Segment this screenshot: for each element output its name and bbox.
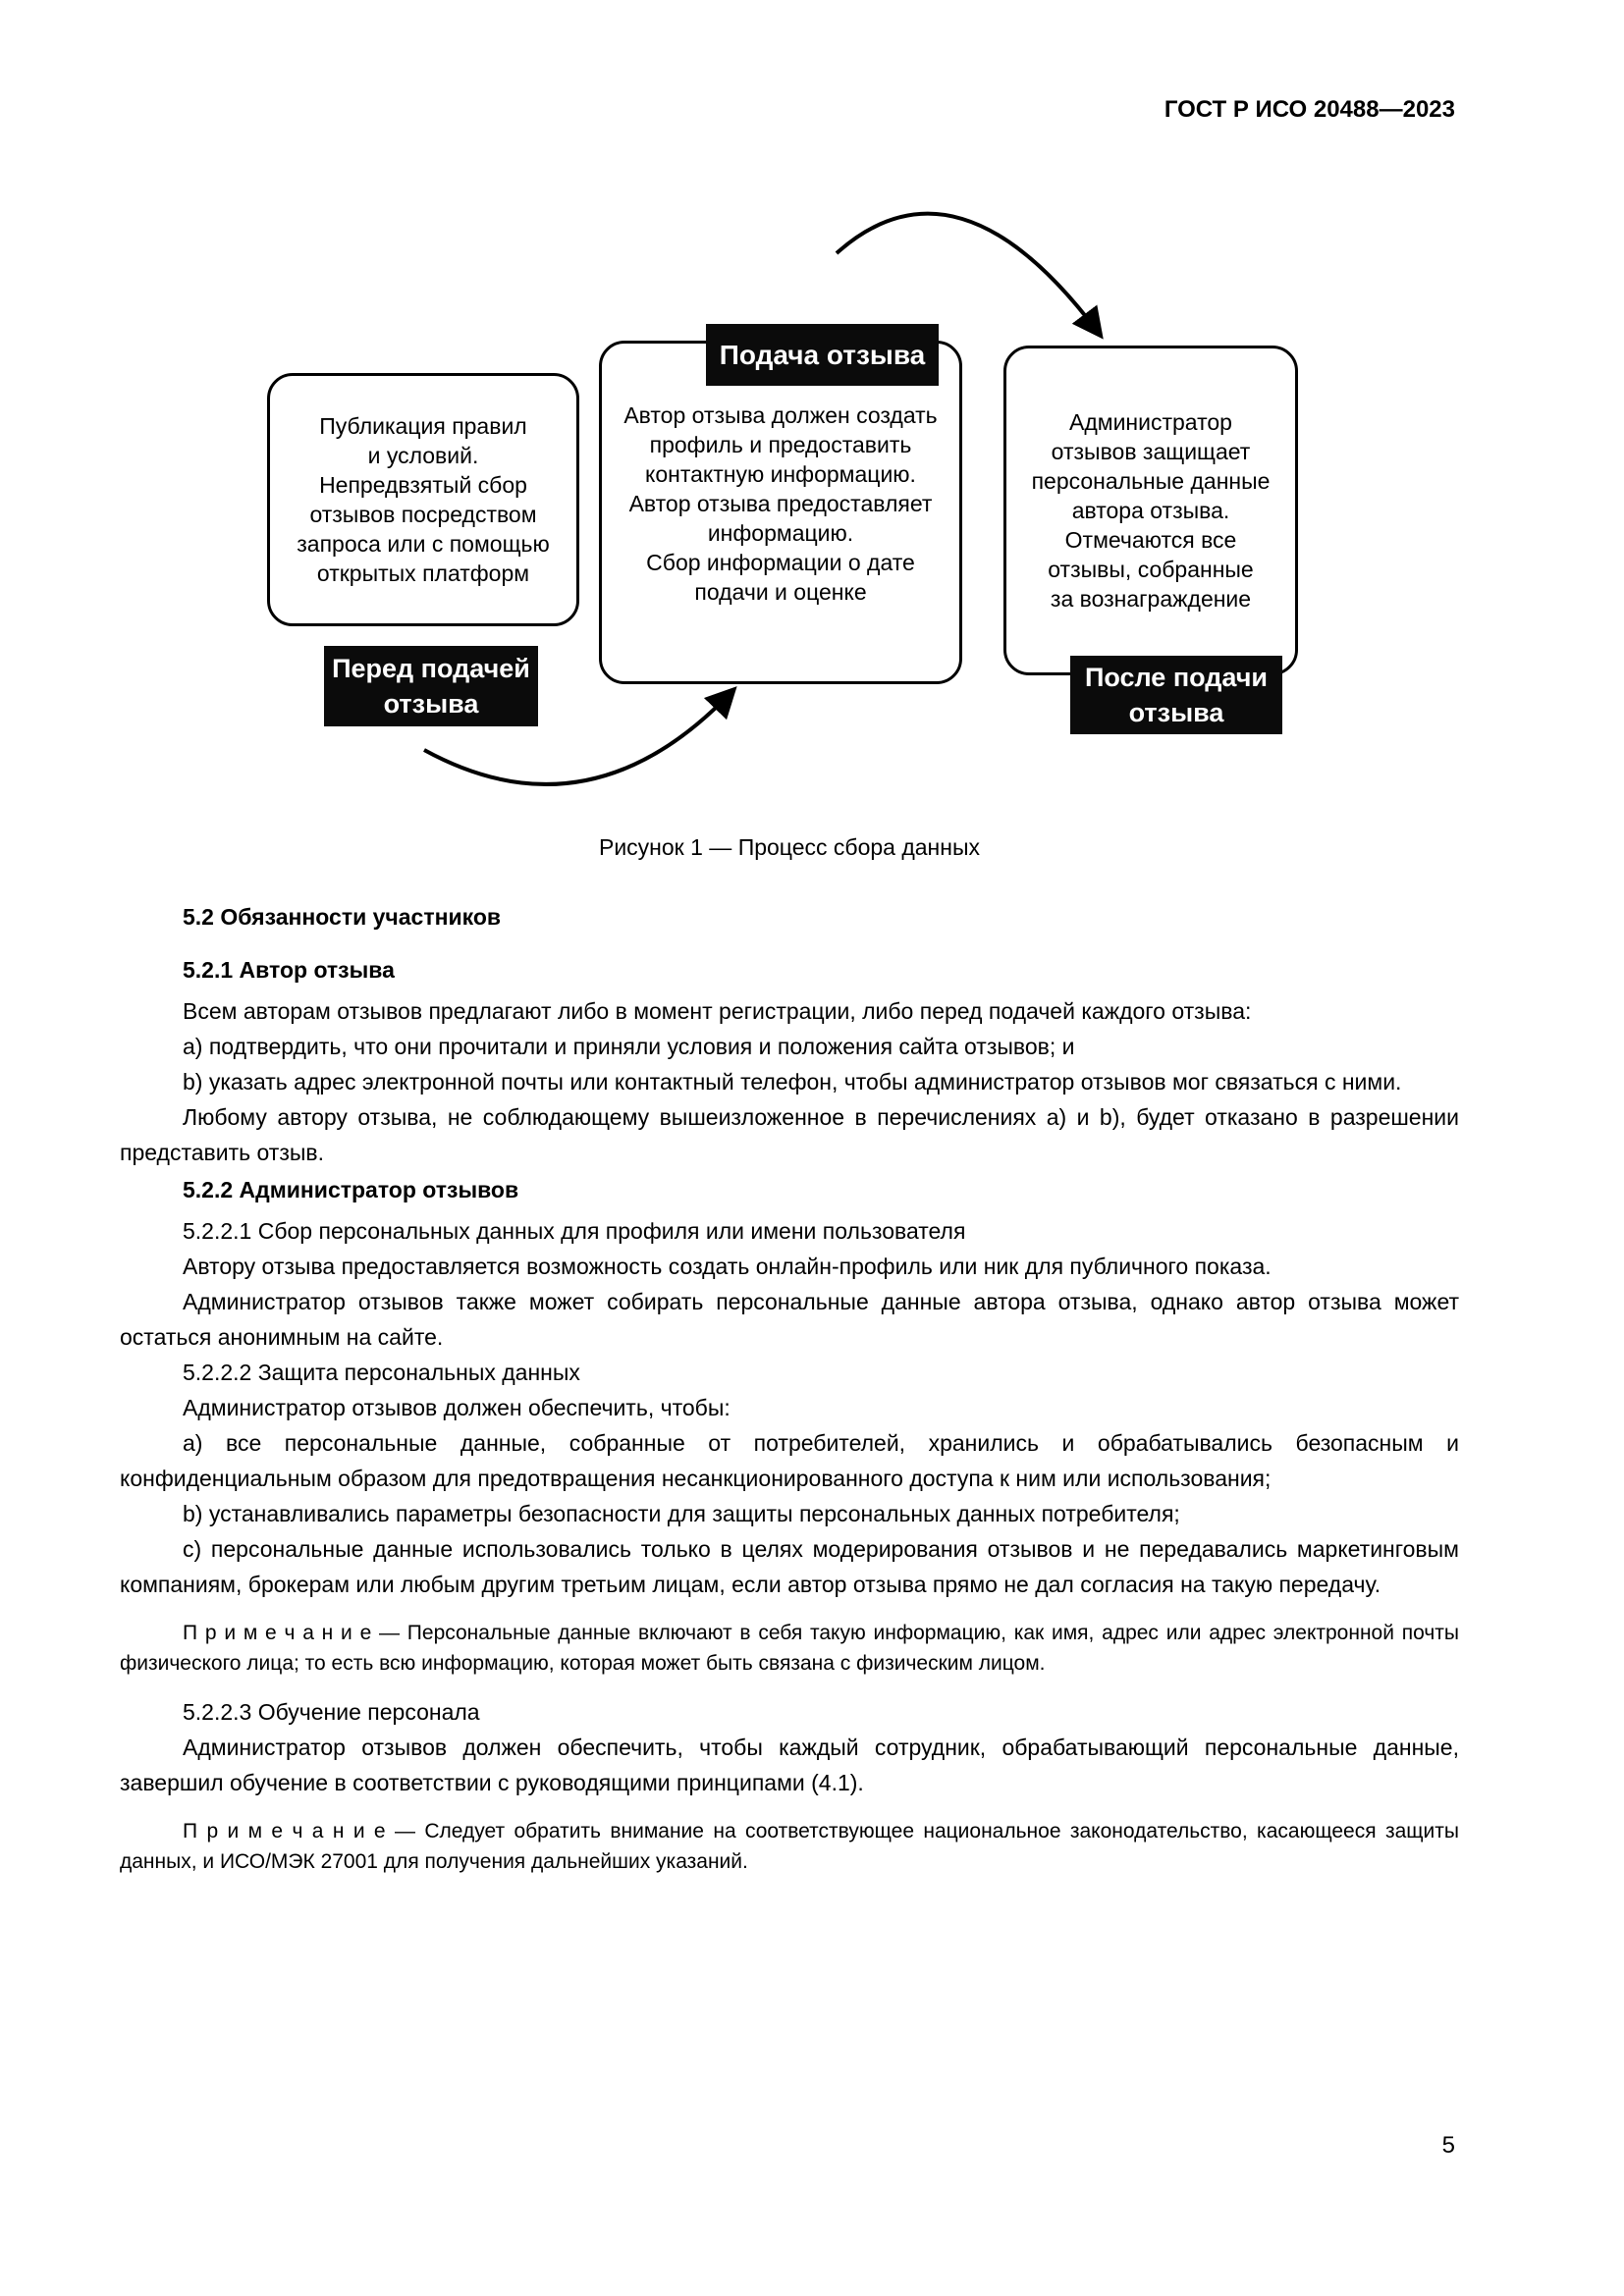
note-paragraph: П р и м е ч а н и е — Персональные данны…	[120, 1622, 1459, 1675]
list-item-a: a) подтвердить, что они прочитали и прин…	[183, 1034, 1075, 1059]
paragraph: Администратор отзывов должен обеспечить,…	[120, 1735, 1459, 1795]
figure-box-line: Отмечаются все	[1064, 527, 1237, 553]
figure-box-line: за вознаграждение	[1050, 586, 1252, 612]
figure-label-line: Перед подачей	[332, 654, 530, 683]
section-heading-5-2: 5.2 Обязанности участников	[183, 904, 502, 930]
list-item-b: b) указать адрес электронной почты или к…	[183, 1069, 1402, 1095]
figure-box-line: отзывов посредством	[309, 502, 537, 527]
figure-box-line: персональные данные	[1031, 468, 1271, 494]
figure-title-submission: Подача отзыва	[706, 324, 939, 386]
page-number: 5	[1441, 2132, 1455, 2159]
figure-box-line: Непредвзятый сбор	[319, 472, 527, 498]
figure-box-line: Сбор информации о дате	[646, 550, 915, 575]
figure-box-line: Публикация правил	[319, 413, 527, 439]
figure-box-line: Администратор	[1069, 409, 1232, 435]
figure-box-line: подачи и оценке	[694, 579, 867, 605]
subsection-heading-5-2-2-3: 5.2.2.3 Обучение персонала	[183, 1699, 480, 1725]
figure-caption: Рисунок 1 — Процесс сбора данных	[598, 834, 980, 860]
figure-label-after-submission: После подачи отзыва	[1070, 656, 1282, 734]
paragraph: Любому автору отзыва, не соблюдающему вы…	[120, 1104, 1459, 1165]
subsection-heading-5-2-2-2: 5.2.2.2 Защита персональных данных	[183, 1360, 580, 1385]
figure-box-line: запроса или с помощью	[297, 531, 550, 557]
figure-box-line: информацию.	[707, 520, 854, 546]
note-paragraph: П р и м е ч а н и е — Следует обратить в…	[120, 1820, 1459, 1873]
figure-box-pre-submission: Публикация правил и условий. Непредвзяты…	[267, 373, 579, 626]
figure-label-line: отзыва	[1128, 698, 1224, 727]
figure-box-line: Автор отзыва предоставляет	[628, 491, 933, 516]
figure-box-line: открытых платформ	[316, 561, 530, 586]
figure-box-line: и условий.	[367, 443, 479, 468]
subsection-heading-5-2-2-1: 5.2.2.1 Сбор персональных данных для про…	[183, 1218, 966, 1244]
figure-box-line: отзывов защищает	[1051, 439, 1251, 464]
section-heading-5-2-2: 5.2.2 Администратор отзывов	[183, 1177, 519, 1202]
figure-box-submission: Автор отзыва должен создать профиль и пр…	[599, 341, 962, 684]
arrow-top-curve	[835, 211, 1104, 340]
document-number: ГОСТ Р ИСО 20488—2023	[1164, 96, 1455, 123]
document-body: 5.2 Обязанности участников 5.2.1 Автор о…	[120, 895, 1459, 1893]
figure-box-line: Автор отзыва должен создать	[623, 402, 938, 428]
figure-box-line: контактную информацию.	[645, 461, 916, 487]
section-heading-5-2-1: 5.2.1 Автор отзыва	[183, 957, 395, 983]
paragraph: Всем авторам отзывов предлагают либо в м…	[183, 998, 1252, 1024]
figure-label-before-submission: Перед подачей отзыва	[324, 646, 538, 726]
list-item-a: a) все персональные данные, собранные от…	[120, 1430, 1459, 1491]
paragraph: Автору отзыва предоставляется возможност…	[183, 1254, 1272, 1279]
paragraph: Администратор отзывов также может собира…	[120, 1289, 1459, 1350]
figure-label-line: После подачи	[1084, 663, 1269, 692]
paragraph: Администратор отзывов должен обеспечить,…	[183, 1395, 731, 1420]
list-item-c: c) персональные данные использовались то…	[120, 1536, 1459, 1597]
figure-label-line: отзыва	[383, 689, 479, 719]
figure-box-post-submission: Администратор отзывов защищает персональ…	[1003, 346, 1298, 675]
figure-box-line: отзывы, собранные	[1048, 557, 1254, 582]
figure-box-line: автора отзыва.	[1071, 498, 1230, 523]
figure-box-line: профиль и предоставить	[649, 432, 912, 457]
list-item-b: b) устанавливались параметры безопасност…	[183, 1501, 1180, 1526]
